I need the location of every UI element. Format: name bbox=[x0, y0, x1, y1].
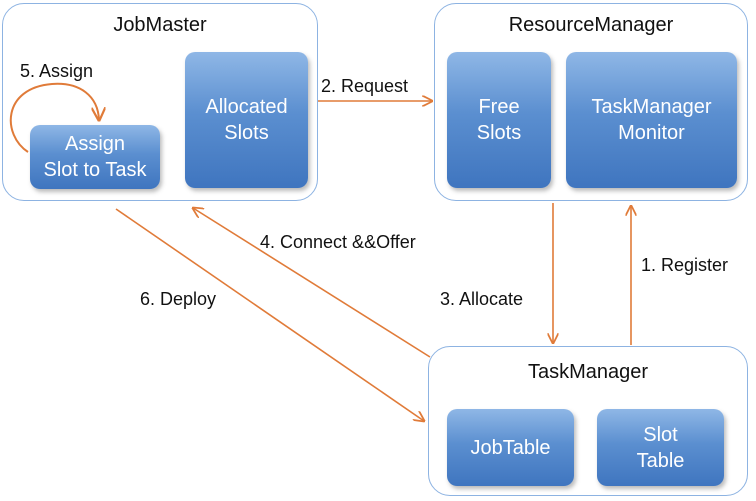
jobtable-box: JobTable bbox=[447, 409, 574, 486]
taskmanager-monitor-box: TaskManager Monitor bbox=[566, 52, 737, 188]
assign-slot-to-task-box: Assign Slot to Task bbox=[30, 125, 160, 189]
deploy-arrow bbox=[115, 208, 424, 421]
allocate-label: 3. Allocate bbox=[440, 289, 524, 309]
connect-offer-arrow bbox=[193, 208, 431, 358]
slot-table-box: Slot Table bbox=[597, 409, 724, 486]
request-label: 2. Request bbox=[321, 76, 409, 96]
deploy-label: 6. Deploy bbox=[140, 289, 217, 309]
free-slots-box: Free Slots bbox=[447, 52, 551, 188]
connect-offer-label: 4. Connect &&Offer bbox=[260, 232, 416, 252]
assign-loop-arrow bbox=[9, 82, 99, 153]
resourcemanager-title: ResourceManager bbox=[508, 14, 674, 36]
assign-label: 5. Assign bbox=[20, 61, 94, 81]
allocated-slots-box: Allocated Slots bbox=[185, 52, 308, 188]
taskmanager-title: TaskManager bbox=[527, 361, 649, 383]
register-label: 1. Register bbox=[641, 255, 729, 275]
jobmaster-title: JobMaster bbox=[113, 14, 207, 36]
